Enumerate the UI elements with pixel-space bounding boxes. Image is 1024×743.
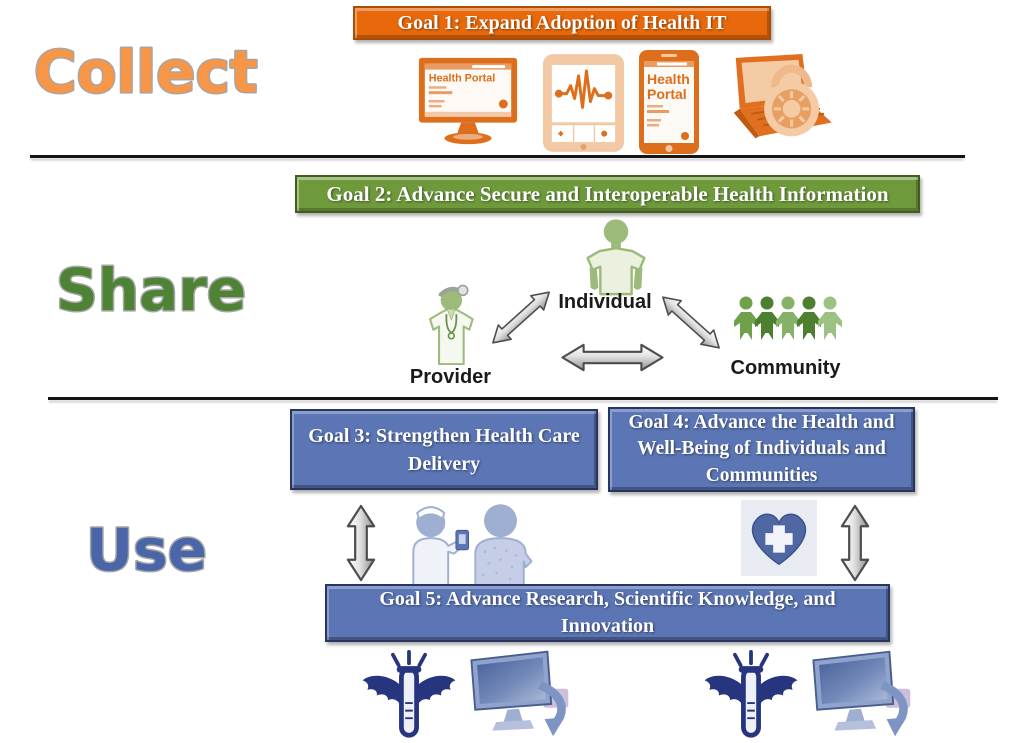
svg-text:Collect: Collect xyxy=(34,38,258,106)
computer-data-icon xyxy=(812,650,911,737)
laptop-lock-icon xyxy=(733,53,832,139)
individual-label: Individual xyxy=(558,291,652,313)
svg-text:Health Portal: Health Portal xyxy=(429,72,496,84)
heart-cross-icon xyxy=(741,500,817,576)
goal-5-banner: Goal 5: Advance Research, Scientific Kno… xyxy=(325,584,890,642)
desktop-health-portal-icon: Health Portal xyxy=(418,57,518,145)
community-label: Community xyxy=(730,357,841,379)
goal-4-text: Goal 4: Advance the Health and Well-Bein… xyxy=(628,412,895,486)
provider-individual-double-arrow-icon xyxy=(492,291,550,344)
goal-2-banner: Goal 2: Advance Secure and Interoperable… xyxy=(295,175,920,213)
smartphone-health-portal-icon: Health Portal xyxy=(639,50,699,154)
share-use-divider xyxy=(48,397,998,400)
computer-data-icon xyxy=(470,650,569,737)
provider-label: Provider xyxy=(409,366,492,388)
community-paper-chain-icon xyxy=(734,296,842,340)
goal4-vertical-double-arrow-icon xyxy=(840,504,870,582)
goal-1-banner: Goal 1: Expand Adoption of Health IT xyxy=(353,6,771,40)
individual-person-icon xyxy=(586,219,646,296)
goal-3-text: Goal 3: Strengthen Health Care Delivery xyxy=(308,424,580,475)
goal3-vertical-double-arrow-icon xyxy=(346,504,376,582)
use-section-label: Use xyxy=(85,515,209,586)
provider-community-double-arrow-icon xyxy=(561,343,664,372)
nurse-patient-phone-icon xyxy=(412,504,533,587)
individual-community-double-arrow-icon xyxy=(662,296,720,349)
goal-1-text: Goal 1: Expand Adoption of Health IT xyxy=(397,11,727,34)
goal-3-banner: Goal 3: Strengthen Health Care Delivery xyxy=(290,409,598,490)
svg-text:Use: Use xyxy=(86,516,207,584)
svg-text:Share: Share xyxy=(56,256,246,324)
winged-test-tube-icon xyxy=(704,650,798,738)
winged-test-tube-icon xyxy=(362,650,456,738)
svg-text:Portal: Portal xyxy=(647,86,687,102)
goal-5-text: Goal 5: Advance Research, Scientific Kno… xyxy=(379,588,836,637)
tablet-ekg-icon xyxy=(542,54,625,152)
collect-section-label: Collect xyxy=(33,37,260,108)
svg-text:Health: Health xyxy=(647,71,690,87)
share-section-label: Share xyxy=(55,255,248,326)
goal-2-text: Goal 2: Advance Secure and Interoperable… xyxy=(326,181,889,206)
collect-share-divider xyxy=(30,155,965,158)
goal-4-banner: Goal 4: Advance the Health and Well-Bein… xyxy=(608,407,915,492)
provider-doctor-icon xyxy=(429,284,474,365)
